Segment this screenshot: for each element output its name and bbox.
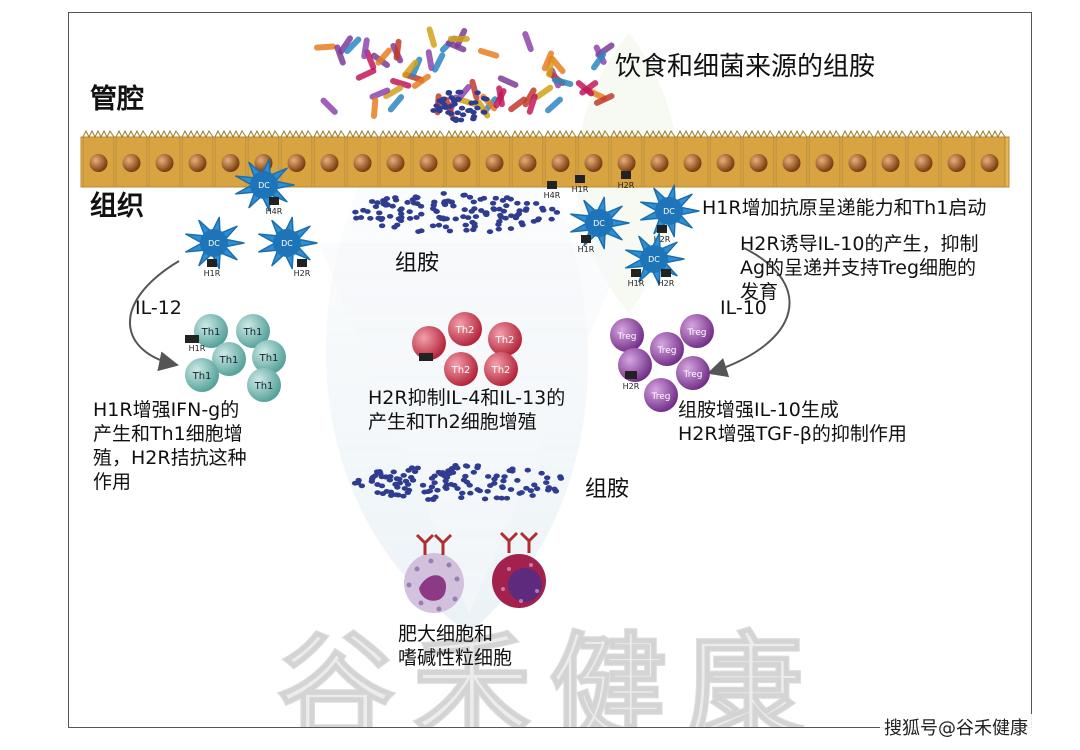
diagram-frame: DC H4R DC H1R DC H2R DC H1R DC H2R DC H1R H2R H4R H1R H… xyxy=(68,12,1032,728)
svg-text:DC: DC xyxy=(648,255,660,264)
th2-cluster: Th2 Th2 Th2 Th2 xyxy=(412,312,522,386)
mast-cell xyxy=(404,533,464,613)
treg-label: Treg xyxy=(657,346,677,356)
h1r-ifn-text: H1R增强IFN-g的 产生和Th1细胞增 殖，H2R拮抗这种 作用 xyxy=(93,399,247,493)
svg-text:H2R: H2R xyxy=(654,235,671,244)
svg-text:H1R: H1R xyxy=(578,245,595,254)
svg-text:H1R: H1R xyxy=(204,269,221,278)
diagram-artwork: DC H4R DC H1R DC H2R DC H1R DC H2R DC H1R H2R H4R H1R H… xyxy=(80,26,1010,633)
source-credit: 搜狐号@谷禾健康 xyxy=(880,714,1032,740)
th1-label: Th1 xyxy=(219,355,239,366)
svg-text:DC: DC xyxy=(593,219,605,228)
th1-label: Th1 xyxy=(192,371,212,382)
h1r-antigen-text: H1R增加抗原呈递能力和Th1启动 xyxy=(702,197,987,219)
svg-text:H1R: H1R xyxy=(628,279,645,288)
h1r-label: H1R xyxy=(189,344,206,353)
basophil xyxy=(492,531,546,608)
arrow-il12 xyxy=(129,260,180,372)
tissue-label: 组织 xyxy=(90,191,144,222)
histamine-label-mid: 组胺 xyxy=(395,251,440,276)
treg-label: Treg xyxy=(617,332,637,342)
histamine-source-label: 饮食和细菌来源的组胺 xyxy=(615,52,876,82)
treg-effect-text: 组胺增强IL-10生成 H2R增强TGF-β的抑制作用 xyxy=(678,399,907,445)
svg-text:H2R: H2R xyxy=(294,269,311,278)
epithelium-layer xyxy=(80,129,1010,188)
arrow-il10 xyxy=(707,247,791,378)
il12-label: IL-12 xyxy=(135,297,182,319)
lumen-label: 管腔 xyxy=(90,84,144,115)
svg-text:H1R: H1R xyxy=(572,185,589,194)
th2-label: Th2 xyxy=(455,325,475,336)
svg-text:H2R: H2R xyxy=(618,181,635,190)
h2r-il10-text: H2R诱导IL-10的产生，抑制 Ag的呈递并支持Treg细胞的 发育 xyxy=(740,233,979,303)
histamine-label-low: 组胺 xyxy=(585,477,630,502)
th2-label: Th2 xyxy=(495,335,515,346)
th1-cluster: Th1 Th1 Th1 Th1 Th1 Th1 H1R xyxy=(185,314,286,402)
h2r-label: H2R xyxy=(623,382,640,391)
th1-label: Th1 xyxy=(201,327,221,338)
dendritic-cells: DC H4R DC H1R DC H2R DC H1R DC H2R DC H1R H2R H4R H1R H… xyxy=(185,158,700,288)
il10-label: IL-10 xyxy=(720,297,767,319)
treg-label: Treg xyxy=(683,370,703,380)
th2-label: Th2 xyxy=(491,365,511,376)
watermark-text: 谷禾健康 xyxy=(276,619,821,728)
svg-text:DC: DC xyxy=(258,181,270,190)
th1-label: Th1 xyxy=(259,353,279,364)
svg-text:DC: DC xyxy=(281,239,293,248)
svg-text:DC: DC xyxy=(208,239,220,248)
treg-label: Treg xyxy=(651,392,671,402)
mast-basophil-label: 肥大细胞和 嗜碱性粒细胞 xyxy=(398,623,513,669)
th1-label: Th1 xyxy=(243,327,263,338)
svg-text:DC: DC xyxy=(663,207,675,216)
svg-text:H4R: H4R xyxy=(266,207,283,216)
treg-label: Treg xyxy=(687,328,707,338)
h2r-th2-text: H2R抑制IL-4和IL-13的 产生和Th2细胞增殖 xyxy=(368,387,566,433)
histamine-particles xyxy=(351,89,565,503)
th2-label: Th2 xyxy=(451,365,471,376)
svg-text:H2R: H2R xyxy=(658,279,675,288)
svg-text:H4R: H4R xyxy=(544,191,561,200)
th1-label: Th1 xyxy=(254,381,274,392)
bacteria-cluster xyxy=(313,26,615,120)
treg-cluster: Treg Treg Treg Treg Treg H2R xyxy=(610,314,714,412)
